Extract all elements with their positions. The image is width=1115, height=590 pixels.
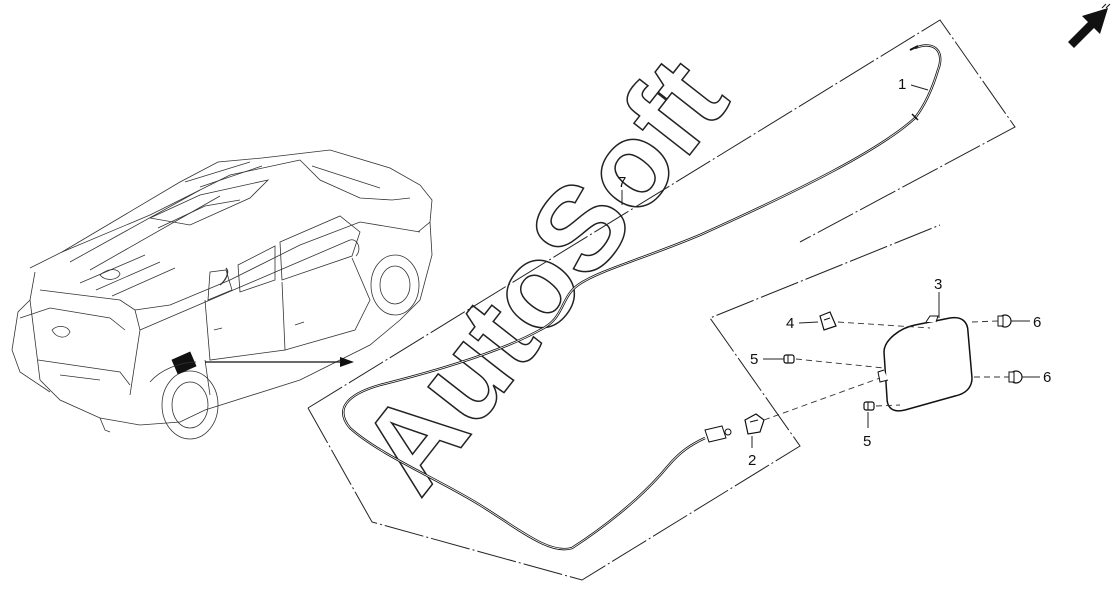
callout-6-upper: 6: [1033, 314, 1041, 331]
part-6-bumper-upper: [997, 314, 1012, 328]
release-cable: [342, 44, 942, 551]
callout-6-lower: 6: [1043, 369, 1051, 386]
part-6-bumper-lower: [1008, 370, 1023, 384]
callout-2: 2: [748, 452, 756, 469]
callout-4: 4: [786, 315, 794, 332]
part-5-grommet-upper: [783, 354, 795, 364]
part-4-clip: [819, 311, 837, 331]
vehicle-illustration: [11, 149, 433, 440]
assembly-lines: [763, 320, 1009, 421]
part-5-grommet-lower: [863, 401, 875, 411]
leader-lines: [621, 84, 1040, 448]
exploded-view-frame: [307, 19, 1016, 581]
callouts: 1 7 2 3 4 5 5 6 6: [618, 76, 1051, 469]
callout-7: 7: [618, 174, 626, 191]
part-2-actuator: [744, 413, 765, 435]
callout-3: 3: [934, 276, 942, 293]
svg-text:AutoSoft: AutoSoft: [335, 34, 752, 516]
location-arrow: [205, 357, 354, 367]
callout-5-lower: 5: [863, 433, 871, 450]
callout-1: 1: [898, 76, 906, 93]
part-3-fuel-door: [877, 315, 973, 412]
watermark: AutoSoft: [334, 34, 753, 517]
direction-arrow-icon: [1068, 3, 1111, 48]
callout-5-upper: 5: [750, 351, 758, 368]
